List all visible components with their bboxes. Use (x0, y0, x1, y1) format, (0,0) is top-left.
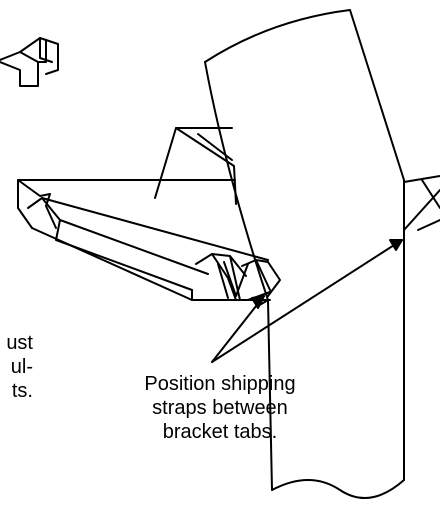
callout-line-3: bracket tabs. (162, 421, 278, 443)
bracket-plate (17, 175, 440, 301)
strap-position-callout: Position shipping straps between bracket… (135, 372, 305, 444)
callout-line-2: straps between (152, 397, 288, 419)
cut-off-line-1: ust (6, 332, 33, 354)
pointer-arrows (211, 239, 403, 363)
bracket-tab (195, 253, 281, 301)
shipping-strap (204, 9, 405, 499)
small-clip-part (0, 37, 59, 87)
cut-off-instruction-text: ust ul- ts. (0, 331, 33, 403)
cut-off-line-3: ts. (11, 380, 33, 402)
callout-line-1: Position shipping (144, 373, 296, 395)
cut-off-line-2: ul- (10, 356, 33, 378)
bracket-boss (154, 127, 237, 205)
